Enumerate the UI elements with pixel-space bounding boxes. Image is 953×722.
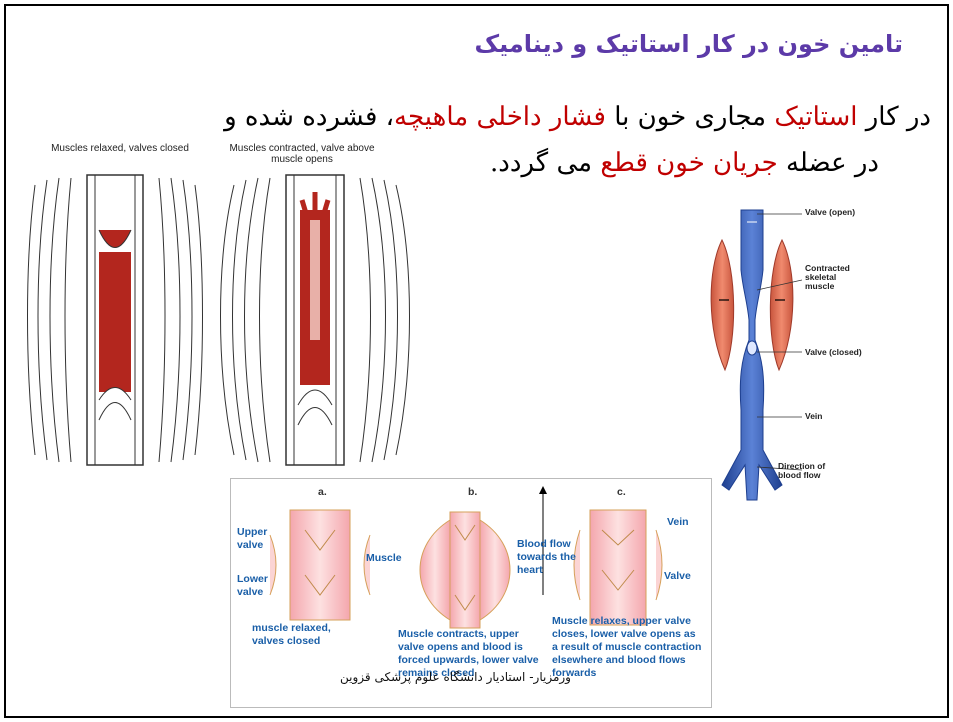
vein-contracted-illustration (220, 170, 410, 470)
body-run: می گردد. (490, 148, 600, 178)
label-valve-open: Valve (open) (805, 208, 885, 217)
caption-contracted: Muscles contracted, valve above muscle o… (222, 143, 382, 165)
caption-panel-c: Muscle relaxes, upper valve closes, lowe… (552, 615, 702, 680)
label-valve-bottom: Valve (664, 570, 691, 583)
body-run: ، فشرده شده و (224, 102, 394, 132)
body-highlight-pressure: فشار داخلی ماهیچه (394, 102, 606, 132)
label-upper-valve: Upper valve (237, 526, 287, 552)
body-highlight-static: استاتیک (774, 102, 857, 132)
label-blood-flow: Blood flow towards the heart (517, 538, 577, 577)
label-panel-a: a. (318, 486, 327, 499)
caption-panel-a: muscle relaxed, valves closed (252, 622, 362, 648)
label-panel-c: c. (617, 486, 626, 499)
vein-relaxed-illustration (25, 170, 205, 470)
label-contracted-muscle: Contracted skeletal muscle (805, 264, 865, 291)
label-panel-b: b. (468, 486, 477, 499)
slide-title: تامین خون در کار استاتیک و دینامیک (475, 30, 903, 58)
body-run: مجاری خون با (606, 102, 774, 132)
label-vein-bottom: Vein (667, 516, 689, 529)
label-lower-valve: Lower valve (237, 573, 287, 599)
label-muscle: Muscle (366, 552, 402, 565)
label-direction-of-flow: Direction of blood flow (778, 462, 838, 480)
label-vein: Vein (805, 412, 865, 421)
caption-relaxed: Muscles relaxed, valves closed (50, 143, 190, 154)
body-highlight-flow: جریان خون قطع (600, 148, 777, 178)
body-run: در عضله (778, 148, 879, 178)
leader-lines (757, 212, 817, 502)
label-valve-closed: Valve (closed) (805, 348, 885, 357)
slide-footer: ورمزیار- استادیار دانشگاه علوم پزشکی قزو… (340, 670, 571, 684)
body-run: در کار (857, 102, 931, 132)
